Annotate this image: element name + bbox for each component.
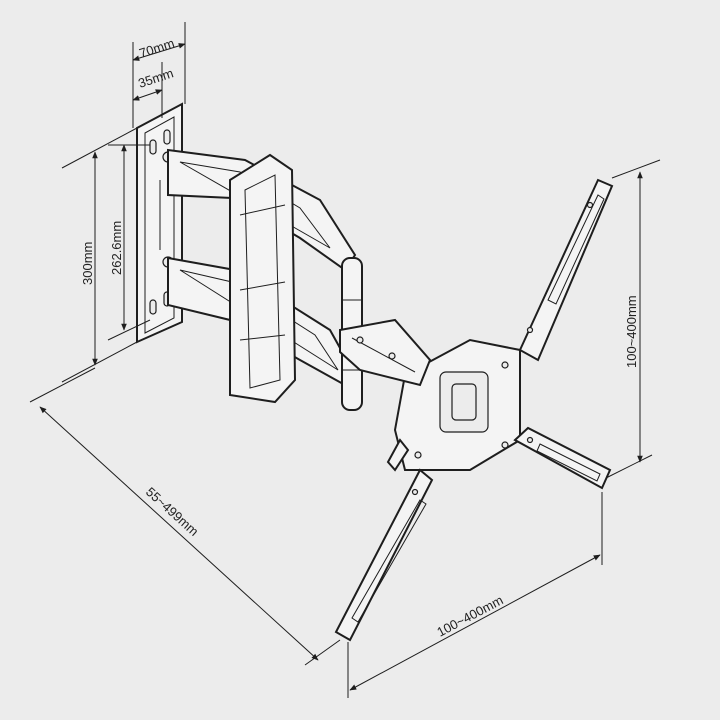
vesa-arm-lower-right [513,426,612,490]
dimension-arm-extension: 55~499mm [29,367,341,666]
vesa-head [339,318,521,471]
dimension-wall-plate: 300mm 262.6mm [61,127,151,383]
swing-arms [167,148,363,411]
vesa-horizontal-label: 100~400mm [434,592,505,639]
vesa-arm-lower-left [334,468,434,642]
vesa-arm-upper-left [386,438,410,472]
hole-spacing-label: 262.6mm [109,221,124,275]
depth-max-label: 70mm [137,35,176,60]
vesa-arm-upper-right [518,178,614,362]
depth-min-label: 35mm [136,65,175,90]
vesa-vertical-label: 100~400mm [624,295,639,368]
wall-plate-height-label: 300mm [80,242,95,285]
arm-extension-label: 55~499mm [143,484,202,539]
dimension-vesa-horizontal: 100~400mm [347,492,603,698]
dimension-vesa-vertical: 100~400mm [605,159,661,479]
